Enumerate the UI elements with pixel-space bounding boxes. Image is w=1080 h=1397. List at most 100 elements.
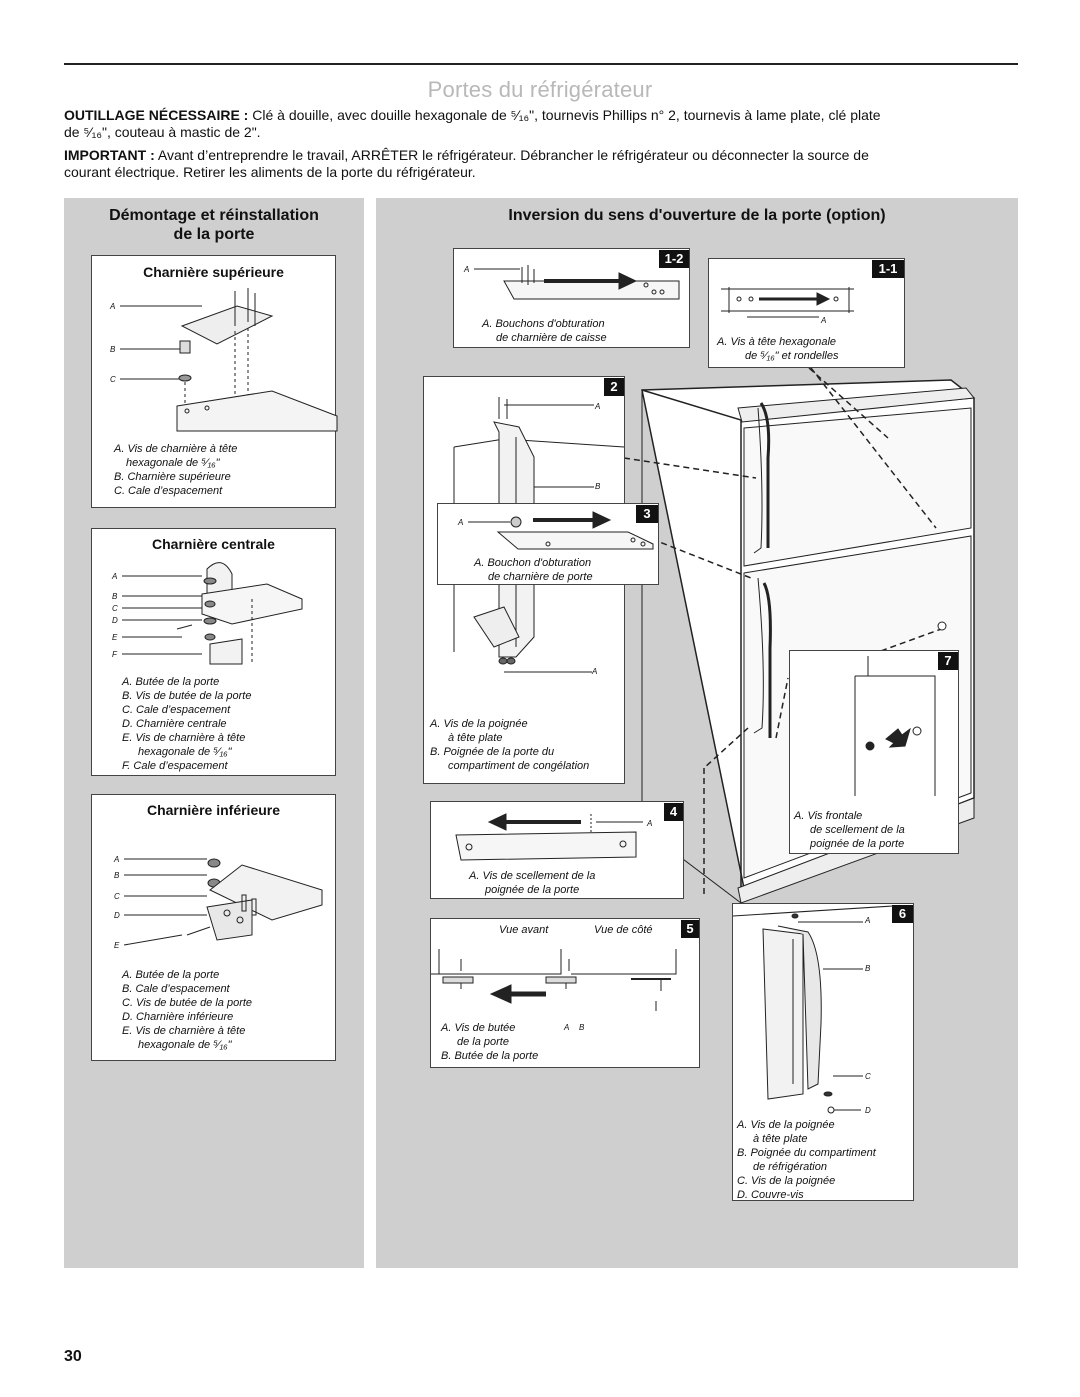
door-removal-heading-2: de la porte <box>173 226 255 243</box>
step-6-legend-d: D. Couvre-vis <box>737 1189 804 1201</box>
step-3-badge: 3 <box>636 505 658 523</box>
center-hinge-legend-b: B. Vis de butée de la porte <box>122 690 252 702</box>
step-6-letter-a: A <box>865 916 871 925</box>
center-hinge-letter-b: B <box>112 592 118 601</box>
top-hinge-title: Charnière supérieure <box>143 264 284 280</box>
center-hinge-letter-e: E <box>112 633 118 642</box>
step-1-1-legend: A. Vis à tête hexagonale de ⁵⁄₁₆" et ron… <box>717 335 838 363</box>
bottom-hinge-title: Charnière inférieure <box>146 802 281 818</box>
bottom-hinge-letter-d: D <box>114 911 120 920</box>
step-6-letter-d: D <box>865 1106 871 1115</box>
top-hinge-legend-b: B. Charnière supérieure <box>114 471 231 483</box>
step-5-view-side: Vue de côté <box>594 924 653 936</box>
step-5-legend-b: B. Butée de la porte <box>441 1050 539 1062</box>
important-label: IMPORTANT : <box>64 147 155 163</box>
step-1-2-badge: 1-2 <box>659 250 689 268</box>
center-hinge-letter-f: F <box>112 650 117 659</box>
center-hinge-title: Charnière centrale <box>152 536 275 552</box>
step-6-letter-c: C <box>865 1072 871 1081</box>
step-1-1-box: 1-1 A A. Vis à tête hexagonale de ⁵⁄₁₆" … <box>708 258 905 368</box>
step-6-legend-a2: à tête plate <box>753 1133 808 1145</box>
step-1-1-legend-a2: de ⁵⁄₁₆" et rondelles <box>745 350 839 362</box>
step-6-legend-a: A. Vis de la poignée <box>737 1119 835 1131</box>
step-2-legend: A. Vis de la poignée à tête plate B. Poi… <box>430 717 589 773</box>
tools-text-2: de ⁵⁄₁₆", couteau à mastic de 2". <box>64 124 261 140</box>
step-6-illustration <box>732 905 894 1114</box>
step-1-2-legend: A. Bouchons d'obturation de charnière de… <box>482 317 607 345</box>
step-7-box: 7 A. Vis frontale de scellement de la po… <box>789 650 959 854</box>
step-6-box: 6 A B C D A. Vis de la poignée à tête pl… <box>732 903 914 1201</box>
top-hinge-letter-a: A <box>110 302 116 311</box>
step-4-letter-a: A <box>647 819 653 828</box>
center-hinge-letter-d: D <box>112 616 118 625</box>
center-hinge-box: Charnière centrale A B C D E F A. <box>91 528 336 776</box>
step-5-box: 5 Vue avant Vue de côté A B A. Vis de bu… <box>430 918 700 1068</box>
top-rule <box>64 63 1018 65</box>
top-hinge-legend-a: A. Vis de charnière à tête <box>114 443 238 455</box>
step-6-legend: A. Vis de la poignée à tête plate B. Poi… <box>737 1118 876 1202</box>
step-5-letter-b: B <box>579 1023 585 1032</box>
step-1-1-legend-a: A. Vis à tête hexagonale <box>717 336 837 348</box>
bottom-hinge-legend-b: B. Cale d’espacement <box>122 983 230 995</box>
step-3-illustration <box>468 511 654 550</box>
step-7-legend-a2: de scellement de la <box>810 824 905 836</box>
step-7-legend-a: A. Vis frontale <box>794 810 863 822</box>
step-1-1-letter-a: A <box>821 316 827 325</box>
tools-label: OUTILLAGE NÉCESSAIRE : <box>64 107 249 123</box>
step-4-badge: 4 <box>664 803 683 821</box>
center-hinge-letter-c: C <box>112 604 118 613</box>
center-hinge-legend: A. Butée de la porte B. Vis de butée de … <box>122 675 251 773</box>
step-5-view-front: Vue avant <box>499 924 549 936</box>
bottom-hinge-letter-e: E <box>114 941 120 950</box>
top-hinge-legend-c: C. Cale d’espacement <box>114 485 223 497</box>
step-1-1-badge: 1-1 <box>872 260 904 278</box>
step-1-2-box: 1-2 A A. Bouchons d'obturation de charni… <box>453 248 690 348</box>
door-removal-panel: Démontage et réinstallation de la porte … <box>64 198 364 1268</box>
step-2-letter-a-bottom: A <box>592 667 598 676</box>
center-hinge-legend-c: C. Cale d’espacement <box>122 704 231 716</box>
step-3-letter-a: A <box>458 518 464 527</box>
bottom-hinge-letter-b: B <box>114 871 120 880</box>
step-1-2-letter-a: A <box>464 265 470 274</box>
bottom-hinge-legend-d: D. Charnière inférieure <box>122 1011 234 1023</box>
step-6-letter-b: B <box>865 964 871 973</box>
step-4-legend-a2: poignée de la porte <box>485 884 580 896</box>
important-paragraph: IMPORTANT : Avant d’entreprendre le trav… <box>64 147 1004 181</box>
center-hinge-illustration <box>122 562 303 665</box>
step-1-2-illustration <box>474 265 680 300</box>
step-2-legend-a: A. Vis de la poignée <box>430 718 528 730</box>
step-2-letter-b: B <box>595 482 601 491</box>
door-reversal-heading: Inversion du sens d'ouverture de la port… <box>508 207 886 224</box>
step-5-legend-a2: de la porte <box>457 1036 509 1048</box>
page-number: 30 <box>64 1348 82 1365</box>
step-2-legend-a2: à tête plate <box>448 732 503 744</box>
step-7-legend-a3: poignée de la porte <box>810 838 905 850</box>
door-removal-heading-1: Démontage et réinstallation <box>109 207 319 224</box>
bottom-hinge-legend-e2: hexagonale de ⁵⁄₁₆" <box>138 1039 232 1051</box>
top-hinge-legend-a2: hexagonale de ⁵⁄₁₆" <box>126 457 220 469</box>
important-text-1: Avant d’entreprendre le travail, ARRÊTER… <box>157 147 869 163</box>
top-hinge-illustration <box>120 288 338 432</box>
tools-paragraph: OUTILLAGE NÉCESSAIRE : Clé à douille, av… <box>64 107 1004 141</box>
step-3-legend-a2: de charnière de porte <box>488 571 593 583</box>
step-4-box: 4 A A. Vis de scellement de la poignée d… <box>430 801 684 899</box>
step-1-2-legend-a: A. Bouchons d'obturation <box>482 318 605 330</box>
step-2-legend-b: B. Poignée de la porte du <box>430 746 555 758</box>
page-title: Portes du réfrigérateur <box>427 77 653 102</box>
step-3-box: 3 A A. Bouchon d'obturation de charnière… <box>437 503 659 585</box>
door-reversal-panel: Inversion du sens d'ouverture de la port… <box>376 198 1018 1268</box>
step-4-legend: A. Vis de scellement de la poignée de la… <box>469 869 595 897</box>
step-7-illustration <box>854 656 936 796</box>
center-hinge-legend-a: A. Butée de la porte <box>122 676 220 688</box>
step-3-legend: A. Bouchon d'obturation de charnière de … <box>474 556 593 584</box>
bottom-hinge-legend-a: A. Butée de la porte <box>122 969 220 981</box>
top-hinge-letter-c: C <box>110 375 116 384</box>
bottom-hinge-letter-a: A <box>114 855 120 864</box>
bottom-hinge-legend-e: E. Vis de charnière à tête <box>122 1025 246 1037</box>
step-6-legend-b2: de réfrigération <box>753 1161 827 1173</box>
step-4-legend-a: A. Vis de scellement de la <box>469 870 596 882</box>
step-6-legend-b: B. Poignée du compartiment <box>737 1147 876 1159</box>
center-hinge-letter-a: A <box>112 572 118 581</box>
tools-text-1: Clé à douille, avec douille hexagonale d… <box>252 107 881 123</box>
bottom-hinge-box: Charnière inférieure A B C D E A. Butée … <box>91 794 336 1061</box>
